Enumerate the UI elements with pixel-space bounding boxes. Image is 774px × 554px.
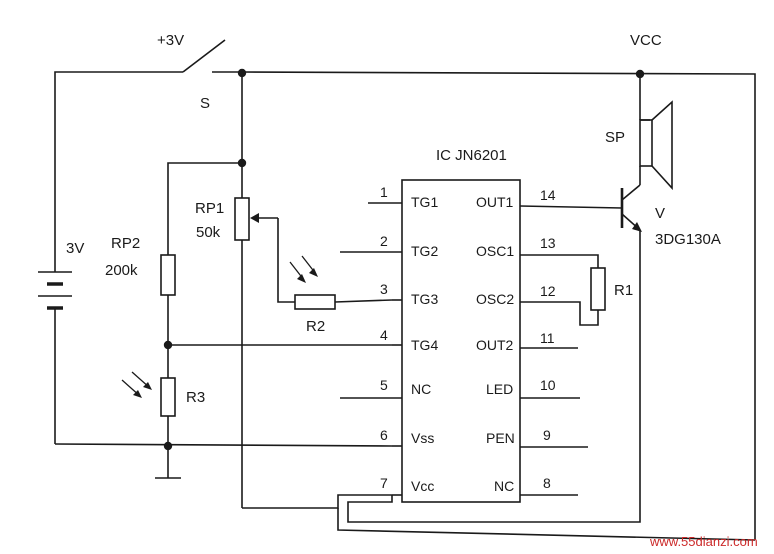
pin-name: OUT2 xyxy=(476,337,514,353)
pin-name: OSC2 xyxy=(476,291,514,307)
ic-body xyxy=(401,179,521,503)
pin-number: 13 xyxy=(540,235,556,251)
emitter-return xyxy=(337,232,756,541)
label-vcc: VCC xyxy=(630,32,662,49)
transistor-v xyxy=(620,184,642,232)
pin-number: 3 xyxy=(380,281,388,297)
rp2-branch xyxy=(160,162,392,378)
label-r3: R3 xyxy=(186,389,205,406)
pin-name: TG1 xyxy=(411,194,438,210)
pin-number: 14 xyxy=(540,187,556,203)
rp2-resistor xyxy=(160,254,176,296)
pin-name: OSC1 xyxy=(476,243,514,259)
label-rp2-value: 200k xyxy=(105,262,138,279)
right-pin-labels: 14 OUT1 13 OSC1 12 OSC2 11 OUT2 10 LED 9… xyxy=(476,187,556,494)
pin-number: 7 xyxy=(380,475,388,491)
label-r2: R2 xyxy=(306,318,325,335)
pin-number: 10 xyxy=(540,377,556,393)
pin-name: Vss xyxy=(411,430,434,446)
label-transistor-part: 3DG130A xyxy=(655,231,721,248)
label-rp2: RP2 xyxy=(111,235,140,252)
switch-s xyxy=(182,39,242,73)
label-rp1: RP1 xyxy=(195,200,224,217)
rp1-branch xyxy=(234,73,392,509)
r3-photoresistor xyxy=(121,371,181,479)
pin-name: TG3 xyxy=(411,291,438,307)
pin-number: 4 xyxy=(380,327,388,343)
pin-number: 11 xyxy=(540,330,555,346)
pin-name: Vcc xyxy=(411,478,434,494)
battery xyxy=(38,245,72,444)
pin-name: TG2 xyxy=(411,243,438,259)
left-pin-labels: 1 TG1 2 TG2 3 TG3 4 TG4 5 NC 6 Vss 7 Vcc xyxy=(380,184,438,494)
pin-number: 2 xyxy=(380,233,388,249)
label-switch: S xyxy=(200,95,210,112)
pin-number: 6 xyxy=(380,427,388,443)
pin-name: LED xyxy=(486,381,513,397)
watermark-text: www.55dianzi.com xyxy=(649,534,758,549)
label-speaker: SP xyxy=(605,129,625,146)
pin-name: NC xyxy=(411,381,431,397)
pin-number: 12 xyxy=(540,283,556,299)
label-transistor: V xyxy=(655,205,665,222)
rp1-resistor xyxy=(234,197,250,241)
pin-number: 5 xyxy=(380,377,388,393)
top-left-rail xyxy=(54,71,183,245)
speaker-sp xyxy=(639,74,673,191)
ic-right-pins xyxy=(519,205,623,496)
pin-number: 1 xyxy=(380,184,388,200)
r1-resistor xyxy=(590,267,606,311)
r2-photoresistor xyxy=(289,255,393,310)
pin-name: OUT1 xyxy=(476,194,514,210)
label-rp1-value: 50k xyxy=(196,224,221,241)
pin-number: 8 xyxy=(543,475,551,491)
pin-name: NC xyxy=(494,478,514,494)
ic-left-pins xyxy=(340,202,402,496)
ground-rail xyxy=(54,443,393,447)
label-plus3v: +3V xyxy=(157,32,184,49)
label-ic: IC JN6201 xyxy=(436,147,507,164)
pin-name: PEN xyxy=(486,430,515,446)
label-r1: R1 xyxy=(614,282,633,299)
label-battery: 3V xyxy=(66,240,84,257)
pin-number: 9 xyxy=(543,427,551,443)
pin-name: TG4 xyxy=(411,337,438,353)
